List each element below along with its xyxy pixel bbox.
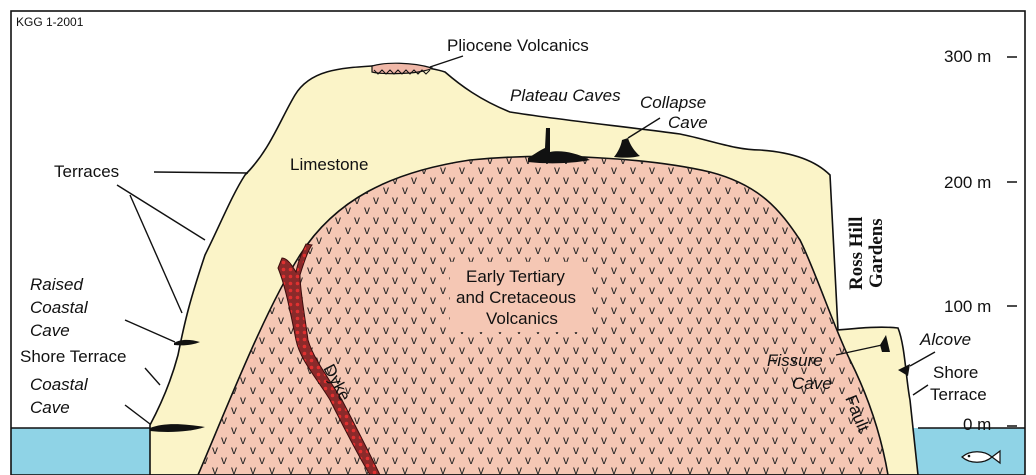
label-coastal-cave-2: Cave [30, 398, 70, 417]
scale-label-300: 300 m [944, 47, 991, 66]
label-shore-terrace-left: Shore Terrace [20, 347, 126, 366]
figure-id: KGG 1-2001 [16, 15, 84, 29]
label-collapse-cave-1: Collapse [640, 93, 706, 112]
label-pliocene-volcanics: Pliocene Volcanics [447, 36, 589, 55]
sea-right [905, 428, 1025, 475]
scale-label-200: 200 m [944, 173, 991, 192]
label-gardens: Gardens [866, 218, 887, 288]
label-terraces: Terraces [54, 162, 119, 181]
label-collapse-cave-2: Cave [668, 113, 708, 132]
label-ross-hill: Ross Hill [846, 217, 867, 290]
scale-label-100: 100 m [944, 297, 991, 316]
label-volcanics-1: Early Tertiary [466, 267, 565, 286]
label-coastal-cave-1: Coastal [30, 375, 89, 394]
sea-left [11, 428, 161, 475]
label-volcanics-3: Volcanics [486, 309, 558, 328]
label-raised-coastal-cave-2: Coastal [30, 298, 89, 317]
label-shore-terrace-right-2: Terrace [930, 385, 987, 404]
scale-label-0: 0 m [963, 415, 991, 434]
label-volcanics-2: and Cretaceous [456, 288, 576, 307]
label-raised-coastal-cave-1: Raised [30, 275, 83, 294]
label-fissure-cave-2: Cave [792, 374, 832, 393]
label-limestone: Limestone [290, 155, 368, 174]
label-alcove: Alcove [919, 330, 971, 349]
label-fissure-cave-1: Fissure [767, 351, 823, 370]
label-plateau-caves: Plateau Caves [510, 86, 621, 105]
label-shore-terrace-right-1: Shore [933, 363, 978, 382]
label-raised-coastal-cave-3: Cave [30, 321, 70, 340]
